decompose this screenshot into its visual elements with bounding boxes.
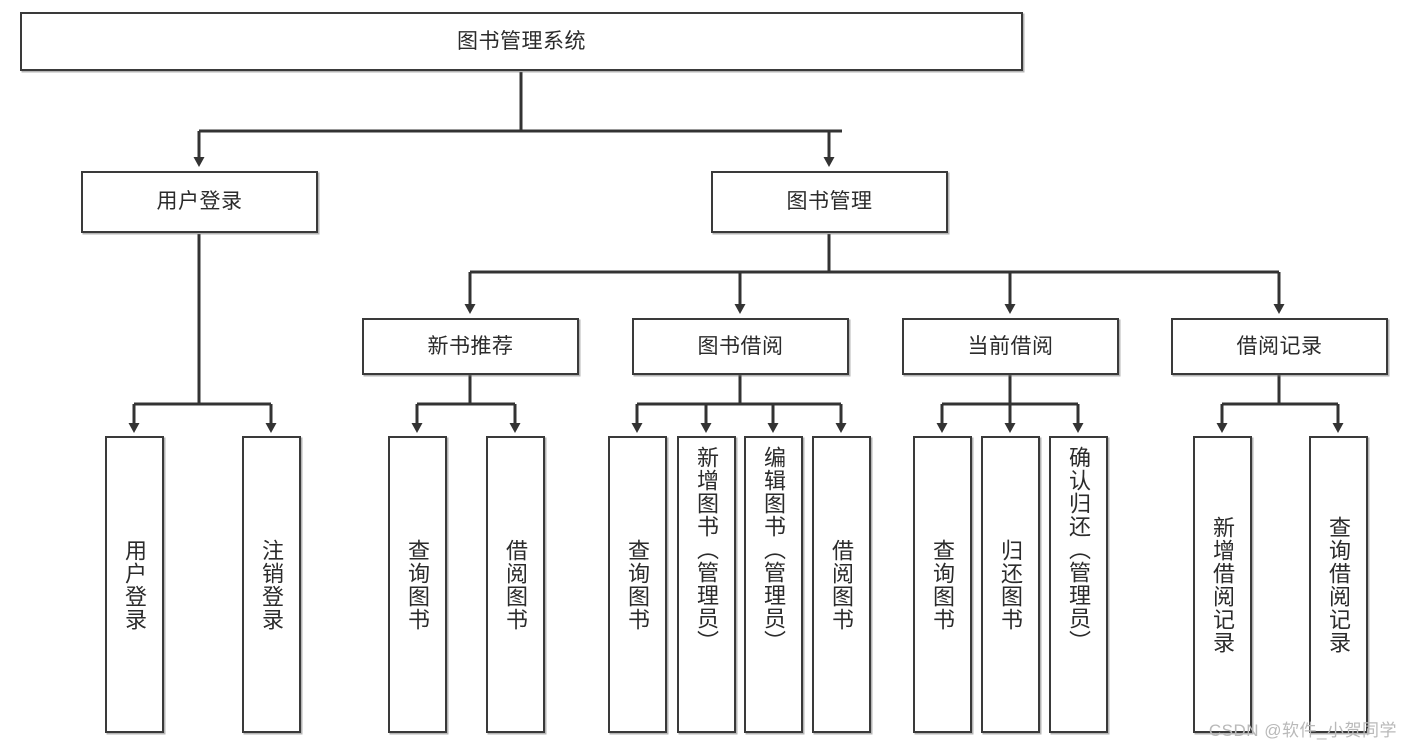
node-borrow-record[interactable]: 借阅记录: [1171, 318, 1388, 375]
node-new-book-recommend[interactable]: 新书推荐: [362, 318, 579, 375]
node-current-borrow[interactable]: 当前借阅: [902, 318, 1119, 375]
node-user-login[interactable]: 用户登录: [81, 171, 318, 233]
node-label: 确认归还（管理员）: [1066, 446, 1092, 653]
leaf-logout[interactable]: 注销登录: [242, 436, 301, 733]
node-label: 借阅图书: [503, 538, 529, 631]
node-label: 图书管理: [786, 190, 873, 214]
leaf-user-login[interactable]: 用户登录: [105, 436, 164, 733]
leaf-query-book-current[interactable]: 查询图书: [913, 436, 972, 733]
leaf-query-borrow-record[interactable]: 查询借阅记录: [1309, 436, 1368, 733]
node-label: 图书借阅: [697, 334, 784, 358]
leaf-query-book-new[interactable]: 查询图书: [388, 436, 447, 733]
node-root-book-management-system[interactable]: 图书管理系统: [20, 12, 1023, 71]
leaf-add-borrow-record[interactable]: 新增借阅记录: [1193, 436, 1252, 733]
watermark-text: CSDN @软件_小贺同学: [1208, 721, 1397, 740]
node-label: 新增图书（管理员）: [694, 446, 720, 653]
node-label: 当前借阅: [967, 334, 1054, 358]
node-label: 新增借阅记录: [1210, 515, 1236, 654]
node-label: 图书管理系统: [457, 29, 586, 53]
leaf-add-book-admin[interactable]: 新增图书（管理员）: [677, 436, 736, 733]
leaf-edit-book-admin[interactable]: 编辑图书（管理员）: [744, 436, 803, 733]
leaf-confirm-return-admin[interactable]: 确认归还（管理员）: [1049, 436, 1108, 733]
leaf-borrow-book-new[interactable]: 借阅图书: [486, 436, 545, 733]
node-label: 归还图书: [998, 538, 1024, 631]
node-label: 借阅图书: [829, 538, 855, 631]
leaf-return-book[interactable]: 归还图书: [981, 436, 1040, 733]
node-label: 查询图书: [930, 538, 956, 631]
leaf-borrow-book[interactable]: 借阅图书: [812, 436, 871, 733]
leaf-query-book-borrow[interactable]: 查询图书: [608, 436, 667, 733]
node-label: 注销登录: [259, 538, 285, 631]
node-label: 用户登录: [156, 190, 243, 214]
node-label: 查询图书: [405, 538, 431, 631]
node-label: 查询图书: [625, 538, 651, 631]
node-label: 编辑图书（管理员）: [761, 446, 787, 653]
node-book-management[interactable]: 图书管理: [711, 171, 948, 233]
node-book-borrow[interactable]: 图书借阅: [632, 318, 849, 375]
node-label: 借阅记录: [1236, 334, 1323, 358]
node-label: 新书推荐: [427, 334, 514, 358]
node-label: 查询借阅记录: [1326, 515, 1352, 654]
node-label: 用户登录: [122, 538, 148, 631]
